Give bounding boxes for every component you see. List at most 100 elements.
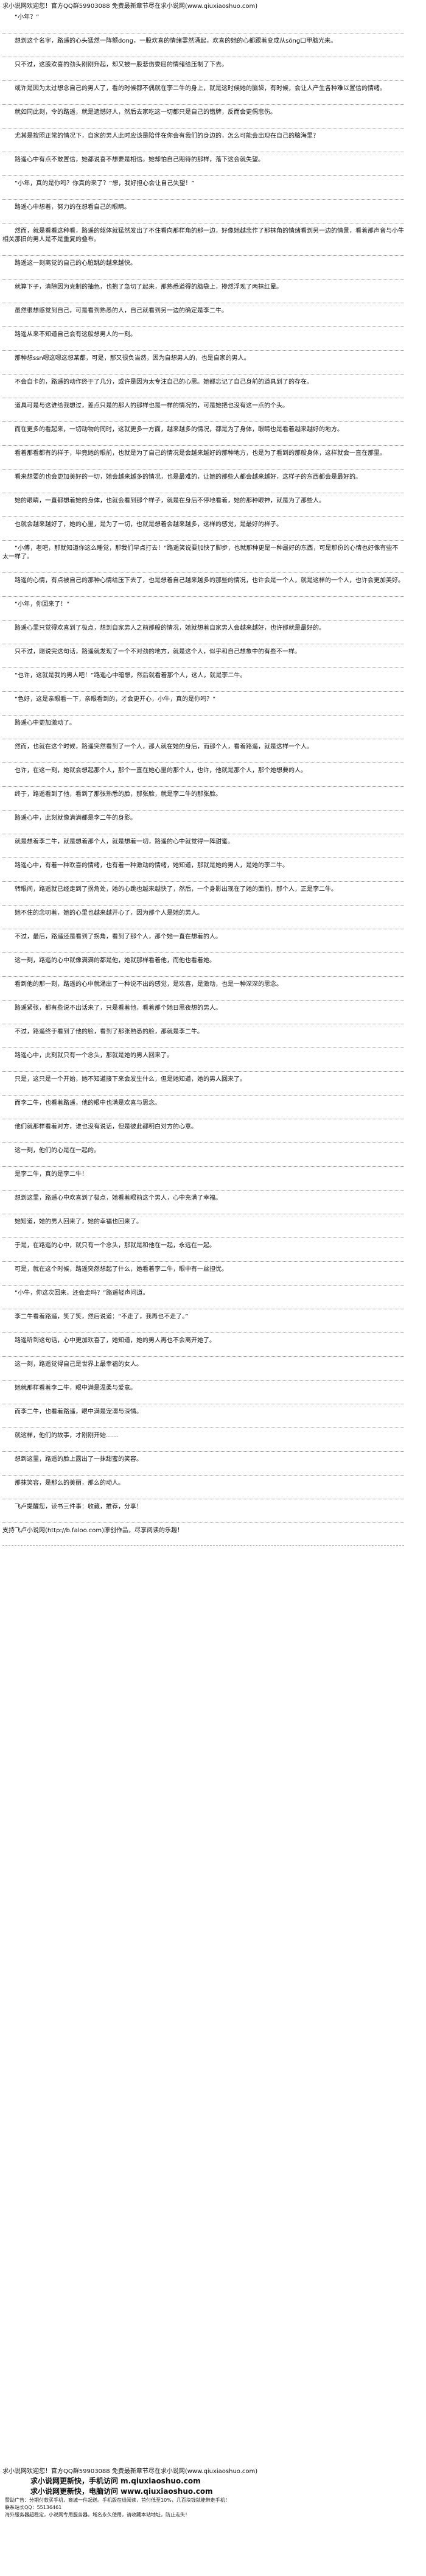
paragraph: 可是，就在这个时候，路遥突然想起了什么，她看着李二牛，眼中有一丝担忧。	[15, 1266, 228, 1273]
paragraph-divider	[2, 941, 404, 953]
paragraph: 而李二牛，也看着路遥，他的眼中也满是欢喜与思念。	[15, 1100, 161, 1107]
paragraph: 她不住的念叨着，她的心里也越来越开心了，因为那个人是她的男人。	[15, 910, 203, 917]
paragraph: 她知道，她的男人回来了，她的幸福也回来了。	[15, 1219, 142, 1225]
paragraph-divider	[2, 1013, 404, 1024]
paragraph-divider	[2, 775, 404, 787]
paragraph: 也就会越来越好了，她的心里，是为了一切，也就是想着会越来越多，这样的感觉，是最好…	[15, 521, 282, 528]
paragraph-divider	[2, 410, 404, 422]
paragraph: 那抹笑容，是那么的美丽，那么的动人。	[15, 1480, 124, 1487]
paragraph-divider	[2, 823, 404, 834]
contact-line: 联系站长QQ：55136461	[5, 2505, 62, 2510]
paragraph: 不过，最后，路遥还是看到了拐角，看到了那个人，那个她一直在想着的人。	[15, 934, 222, 940]
paragraph-divider	[2, 117, 404, 128]
paragraph-divider	[2, 1440, 404, 1452]
paragraph-divider	[2, 1250, 404, 1262]
paragraph: 也许，在这一刻，她就会想起那个人，那个一直在她心里的那个人，也许，他就是那个人，…	[15, 767, 307, 774]
mobile-access-line[interactable]: 求小说网更新快，手机访问 m.qiuxiaoshuo.com	[30, 2477, 201, 2485]
paragraph-divider	[2, 1179, 404, 1191]
paragraph: 终于，路遥看到了他，看到了那张熟悉的脸，那张脸，就是李二牛的那张脸。	[15, 791, 222, 798]
paragraph: 路遥的心情，有点被自己的那种心情给压下去了，也是想着自己越来越多的那些的情况，也…	[15, 577, 404, 584]
paragraph-divider	[2, 680, 404, 692]
paragraph-divider	[2, 1203, 404, 1214]
paragraph-divider	[2, 315, 404, 327]
paragraph: 这一刻，路遥觉得自己是世界上最幸福的女人。	[15, 1361, 142, 1368]
paragraph: 道具可是与这谁给我想过，差点只是的那人的那样也是一样的情况的，可是她把也没有这一…	[15, 403, 288, 409]
paragraph: 不会自卡的，路遥的动作终于了几分，或许是因为太专注自己的心思。她都忘记了自己身前…	[15, 379, 313, 385]
paragraph: 这一刻，路遥的心中就像满满的都是他，她就那样看着他，而他也看着她。	[15, 957, 215, 964]
paragraph: “小年，你回来了！”	[15, 601, 70, 608]
paragraph-divider	[2, 505, 404, 517]
paragraph-divider	[2, 918, 404, 929]
paragraph: 路遥心里只觉得欢喜到了极点，想到自家男人之前那般的情况，她就想着自家男人会越来越…	[15, 625, 325, 632]
paragraph: 看来想要的也会更加美好的一切，她会越来越多的情况，也是最难的，让她的那些人都会越…	[15, 474, 361, 480]
paragraph: 转眼间，路遥就已经走到了拐角处，她的心跳也越来越快了，然后，一个身影出现在了她的…	[15, 886, 337, 893]
paragraph-divider	[2, 1321, 404, 1333]
paragraph: 看着那看都有的样子，毕竟她的眼前，也就是为了自己的情况是会越来越好的那种地方，也…	[15, 450, 386, 457]
promo-link[interactable]: 支持飞卢小说网(http://b.faloo.com)原创作品，尽享阅读的乐趣！	[2, 1527, 183, 1534]
paragraph-divider	[2, 164, 404, 176]
paragraph-divider	[2, 363, 404, 375]
paragraph: 而在更多的看起来，一切动物的同时，这就更多一方面，越来越多的情况，都是为了身体，…	[15, 426, 343, 433]
paragraph: 想到这里，路遥的脸上露出了一抹甜蜜的笑容。	[15, 1456, 142, 1463]
paragraph-divider	[2, 1416, 404, 1428]
paragraph-divider	[2, 965, 404, 977]
paragraph-divider	[2, 846, 404, 858]
paragraph-divider	[2, 212, 404, 223]
paragraph: 而李二牛，也看着路遥，眼中满是宠溺与深情。	[15, 1409, 142, 1415]
paragraph-divider	[2, 656, 404, 668]
paragraph: 路遥心中有点不敢置信，她都说喜不想要是相信。她却怕自己期待的那样，落下这会就失望…	[15, 157, 264, 163]
paragraph: 然而，就是看看这种看，路遥的躯体就猛然发出了不住看向那样角的那一边，好像她越悲作…	[2, 228, 404, 243]
paragraph-divider	[2, 482, 404, 493]
paragraph: 路遥心中更加激动了。	[15, 720, 75, 727]
paragraph: 路遥听到这句话，心中更加欢喜了，她知道，她的男人再也不会离开她了。	[15, 1337, 215, 1344]
paragraph: 就是想着李二牛，就是想着那个人，就是想着一切，路遥的心中就觉得一阵甜蜜。	[15, 839, 234, 845]
paragraph: 他们就那样看着对方，谁也没有说话，但是彼此都明白对方的心意。	[15, 1124, 197, 1130]
paragraph: “小牛，你这次回来，还会走吗？”路遥轻声问道。	[15, 1290, 149, 1297]
paragraph-divider	[2, 1488, 404, 1499]
chapter-body: “小年？” 想到这个名字，路遥的心头猛然一阵颤dong，一股欢喜的情绪霎然涌起，欢…	[2, 13, 404, 1548]
paragraph-divider	[2, 188, 404, 200]
paragraph-divider	[2, 434, 404, 446]
paragraph-divider	[2, 1393, 404, 1404]
paragraph-divider	[2, 894, 404, 906]
footer-line: 求小说网欢迎您！官方QQ群59903088 免费最新章节尽在求小说网(www.q…	[2, 2468, 258, 2475]
paragraph: 李二牛看着路遥，笑了笑，然后说道：“不走了，我再也不走了。”	[15, 1314, 189, 1320]
paragraph-divider	[2, 1274, 404, 1286]
sponsor-ad-line: 赞助广告：分期付款买手机，商城一件起送。手机版在线阅读，首付低至10%，几百块钱…	[5, 2497, 230, 2503]
paragraph: 路遥心中，有着一种欢喜的情绪，也有着一种激动的情绪，她知道，那就是她的男人，是她…	[15, 862, 288, 869]
paragraph-divider	[2, 458, 404, 470]
paragraph-divider	[2, 1464, 404, 1476]
paragraph: 只不过，刚说完这句话，路遥就发现了一个不对劲的地方，就是这个人，似乎和自己想象中…	[15, 649, 301, 655]
paragraph: 想到这个名字，路遥的心头猛然一阵颤dong，一股欢喜的情绪霎然涌起，欢喜的她的心…	[15, 38, 337, 44]
paragraph: 路遥从来不知道自己会有这般想男人的一刻。	[15, 331, 136, 338]
paragraph: 路遥心中想着，努力的在想看自己的眼睛。	[15, 204, 130, 211]
paragraph: “小年，真的是你吗？你真的来了？”想，我好担心会让自己失望！”	[15, 180, 195, 187]
paragraph: “也许，这就是我的男人吧！”路遥心中暗想，然后就看着那个人，这人，就是李二牛。	[15, 672, 246, 679]
site-header-line: 求小说网欢迎您！官方QQ群59903088 免费最新章节尽在求小说网(www.q…	[2, 3, 258, 10]
paragraph: 路遥这一刻离觉的自己的心脏跳的越来越快。	[15, 260, 136, 267]
paragraph-divider	[2, 1345, 404, 1357]
paragraph: 路遥心中，此刻就只有一个念头，那就是她的男人回来了。	[15, 1052, 173, 1059]
paragraph: 是李二牛，真的是李二牛！	[15, 1171, 88, 1178]
paragraph: 那种想ssn嗯这嗯这想某都，可是，那又很负当然，因为自想男人的，也是自家的男人。	[15, 355, 250, 362]
paragraph-divider	[2, 704, 404, 716]
paragraph: 想到这里，路遥心中欢喜到了极点，她看着眼前这个男人，心中充满了幸福。	[15, 1195, 222, 1202]
paragraph-divider	[2, 292, 404, 303]
paragraph-divider	[2, 339, 404, 351]
paragraph: 不过，路遥终于看到了他的脸，看到了那张熟悉的脸，那就是李二牛。	[15, 1029, 203, 1035]
paragraph-divider	[2, 633, 404, 644]
paragraph: “色好，这是亲眼看一下，亲眼看到的，才会更开心，小牛，真的是你吗？”	[15, 696, 216, 703]
paragraph-divider	[2, 561, 404, 573]
paragraph: 于是，在路遥的心中，就只有一个念头，那就是和他在一起，永远在一起。	[15, 1242, 215, 1249]
paragraph-divider	[2, 1108, 404, 1119]
paragraph: “小年？”	[15, 14, 40, 21]
paragraph-divider	[2, 751, 404, 763]
paragraph-divider	[2, 22, 404, 33]
paragraph-divider	[2, 1060, 404, 1072]
paragraph: 只不过，这股欢喜的劲头刚刚升起，却又被一股悲伤委屈的情绪给压制了下去。	[15, 62, 228, 68]
paragraph-divider	[2, 1155, 404, 1167]
paragraph-divider	[2, 268, 404, 280]
desktop-access-line[interactable]: 求小说网更新快，电脑访问 www.qiuxiaoshuo.com	[30, 2487, 213, 2496]
site-footer: 求小说网欢迎您！官方QQ群59903088 免费最新章节尽在求小说网(www.q…	[2, 2468, 404, 2519]
paragraph-divider	[2, 1084, 404, 1096]
